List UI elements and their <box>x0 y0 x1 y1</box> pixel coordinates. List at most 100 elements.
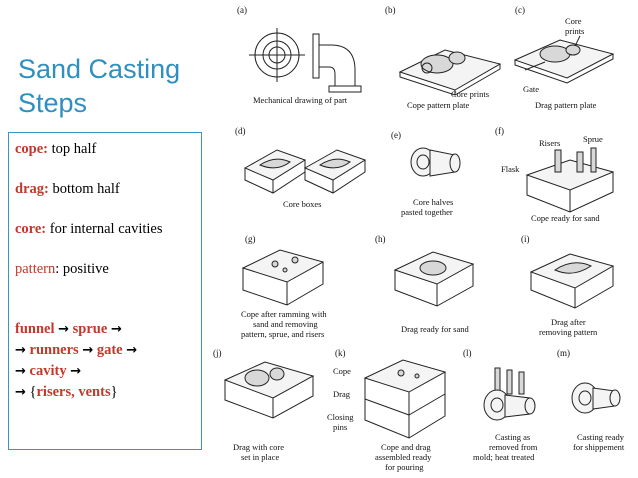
flow-line-1: funnel → sprue → <box>15 319 195 340</box>
flow-sprue: sprue <box>72 321 108 337</box>
panel-f: (f) Risers Sprue Flask Cope ready for sa… <box>495 126 615 223</box>
panel-caption-2: removing pattern <box>539 327 598 337</box>
sprue-callout: Sprue <box>583 134 603 144</box>
panel-caption-1: Core halves <box>413 197 453 207</box>
panel-g: (g) Cope after ramming with sand and rem… <box>241 234 327 339</box>
panel-letter: (d) <box>235 126 246 136</box>
flask-callout: Flask <box>501 164 520 174</box>
panel-caption: Drag ready for sand <box>401 324 469 334</box>
drag-definition: drag: bottom half <box>15 179 195 199</box>
drag-with-core-icon <box>223 361 315 419</box>
arrow-icon: → <box>82 343 94 358</box>
panel-caption-2: for shippement <box>573 442 625 452</box>
drag-def: bottom half <box>48 181 120 197</box>
gate-callout: Gate <box>523 84 539 94</box>
panel-letter: (l) <box>463 348 472 358</box>
panel-letter: (f) <box>495 126 504 136</box>
panel-caption-2: set in place <box>241 452 279 462</box>
pattern-term: pattern <box>15 261 56 277</box>
slide-title: Sand Casting Steps <box>18 52 203 120</box>
flow-funnel: funnel <box>15 321 55 337</box>
panel-caption-3: pattern, sprue, and risers <box>241 329 324 339</box>
panel-m: (m) Casting ready for shippement <box>557 348 625 452</box>
text-column: Sand Casting Steps cope: top half drag: … <box>0 0 205 478</box>
panel-caption-1: Casting ready <box>577 432 625 442</box>
cope-def: top half <box>48 141 97 157</box>
panel-letter: (g) <box>245 234 256 244</box>
panel-caption-2: removed from <box>489 442 538 452</box>
panel-c: (c) Core prints Gate Drag pattern plate <box>513 5 615 110</box>
pattern-definition: pattern: positive <box>15 259 195 279</box>
panel-letter: (j) <box>213 348 222 358</box>
flow-gate: gate <box>96 342 123 358</box>
panel-caption: Mechanical drawing of part <box>253 95 348 105</box>
sand-casting-figure: (a) Mechanical drawing of part (b) Core … <box>205 0 638 478</box>
panel-caption: Cope pattern plate <box>407 100 470 110</box>
panel-caption-1: Cope after ramming with <box>241 309 327 319</box>
arrow-icon: → <box>70 364 82 379</box>
cope-term: cope: <box>15 141 49 157</box>
drag-pattern-plate-icon <box>513 35 615 84</box>
panel-d: (d) Core boxes <box>235 126 367 209</box>
risers-callout: Risers <box>539 138 560 148</box>
assembled-mold-icon <box>363 359 447 439</box>
closing-pins-callout-2: pins <box>333 422 347 432</box>
flow-line-3: → cavity → <box>15 361 195 382</box>
panel-caption-2: assembled ready <box>375 452 432 462</box>
mechanical-drawing-icon <box>249 28 362 93</box>
arrow-icon: → <box>15 343 26 358</box>
panel-h: (h) Drag ready for sand <box>375 234 475 334</box>
panel-j: (j) Drag with core set in place <box>213 348 315 462</box>
panel-caption: Drag pattern plate <box>535 100 597 110</box>
panel-letter: (m) <box>557 348 570 358</box>
panel-k: (k) Cope Drag Closing pins Cope and drag… <box>327 348 447 472</box>
closing-pins-callout-1: Closing <box>327 412 354 422</box>
panel-caption-3: for pouring <box>385 462 424 472</box>
flow-runners: runners <box>29 342 79 358</box>
core-prints-callout-1: Core <box>565 16 582 26</box>
open-brace: { <box>29 384 37 400</box>
cope-definition: cope: top half <box>15 139 195 159</box>
flow-cavity: cavity <box>29 363 67 379</box>
rammed-cope-icon <box>241 249 325 306</box>
panel-letter: (h) <box>375 234 386 244</box>
core-definition: core: for internal cavities <box>15 219 195 239</box>
panel-letter: (a) <box>237 5 247 15</box>
close-brace: } <box>110 384 118 400</box>
panel-caption-1: Casting as <box>495 432 530 442</box>
title-line-1: Sand Casting <box>18 54 181 84</box>
core-term: core: <box>15 221 47 237</box>
core-box-icon <box>243 149 307 194</box>
flow-risers-vents: risers, vents <box>36 384 111 400</box>
panel-caption-1: Cope and drag <box>381 442 431 452</box>
panel-e: (e) Core halves pasted together <box>391 130 461 217</box>
finished-casting-icon <box>571 382 621 414</box>
core-def: for internal cavities <box>46 221 163 237</box>
panel-i: (i) Drag after removing pattern <box>521 234 615 337</box>
figure-svg: (a) Mechanical drawing of part (b) Core … <box>213 5 625 472</box>
panel-a: (a) Mechanical drawing of part <box>237 5 362 105</box>
panel-caption: Core boxes <box>283 199 321 209</box>
core-halves-icon <box>410 147 461 177</box>
drag-after-removing-icon <box>529 253 615 309</box>
core-prints-callout: Core prints <box>451 89 489 99</box>
cope-pattern-plate-icon <box>398 49 502 96</box>
panel-caption-1: Drag with core <box>233 442 284 452</box>
arrow-icon: → <box>15 364 26 379</box>
panel-caption-1: Drag after <box>551 317 586 327</box>
panel-letter: (i) <box>521 234 530 244</box>
cope-flask-icon <box>525 147 615 213</box>
arrow-icon: → <box>110 322 122 337</box>
panel-caption-3: mold; heat treated <box>473 452 535 462</box>
panel-b: (b) Core prints Cope pattern plate <box>385 5 502 110</box>
panel-caption: Cope ready for sand <box>531 213 600 223</box>
drag-callout: Drag <box>333 389 351 399</box>
flow-line-4: → {risers, vents} <box>15 382 195 403</box>
cope-callout: Cope <box>333 366 351 376</box>
arrow-icon: → <box>126 343 138 358</box>
flow-line-2: → runners → gate → <box>15 340 195 361</box>
panel-letter: (k) <box>335 348 346 358</box>
core-prints-callout-2: prints <box>565 26 584 36</box>
definitions-box: cope: top half drag: bottom half core: f… <box>8 132 202 450</box>
panel-letter: (b) <box>385 5 396 15</box>
